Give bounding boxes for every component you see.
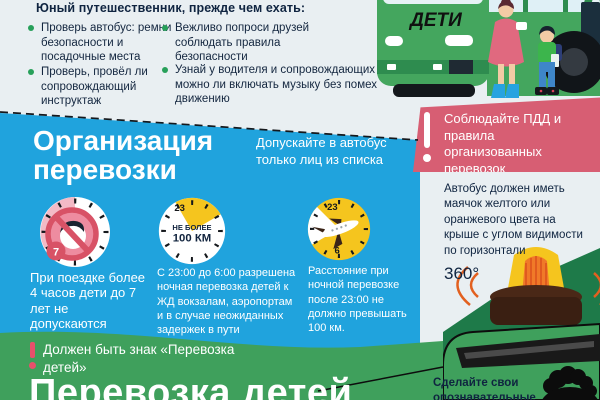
footer-green-section xyxy=(0,331,443,400)
beacon-angle: 360° xyxy=(444,264,480,283)
rule-text-2: С 23:00 до 6:00 разрешена ночная перевоз… xyxy=(157,267,296,337)
headlight-right xyxy=(445,35,473,46)
tip-item: Вежливо попроси друзей соблюдать правила… xyxy=(162,21,327,65)
organization-title: Организация перевозки xyxy=(33,125,214,186)
exclamation-icon xyxy=(424,112,430,148)
exclamation-dot-icon xyxy=(29,362,36,369)
tip-text: Проверь, провёл ли сопровождающий инстру… xyxy=(41,66,148,108)
alert-banner: Соблюдайте ПДД и правила организованных … xyxy=(413,97,600,172)
bullet-dot-icon xyxy=(28,69,34,75)
limit-label-1: НЕ БОЛЕЕ xyxy=(172,223,211,232)
hour-label: 23 xyxy=(174,203,185,214)
night-limit-clock-icon: 23 НЕ БОЛЕЕ 100 КМ xyxy=(158,197,226,265)
tip-item: Узнай у водителя и сопровождающих можно … xyxy=(162,63,390,107)
identification-note: Сделайте свои опознавательные xyxy=(433,377,536,400)
age-badge: 7 xyxy=(53,247,59,259)
children-sign-note: Должен быть знак «Перевозка детей» xyxy=(43,342,235,375)
rule-text-3: Расстояние при ночной перевозке после 23… xyxy=(308,265,407,335)
beacon-rule-text: Автобус должен иметь маячок желтого или … xyxy=(444,183,583,257)
bullet-dot-icon xyxy=(162,67,168,73)
exclamation-dot-icon xyxy=(423,154,431,162)
woman-figure xyxy=(488,0,527,98)
headlight-left xyxy=(385,36,403,46)
tips-heading: Юный путешественник, прежде чем ехать: xyxy=(36,1,306,15)
beacon-bus-illustration xyxy=(442,247,600,400)
alert-text: Соблюдайте ПДД и правила организованных … xyxy=(444,111,562,176)
bus-front: ДЕТИ xyxy=(377,0,489,97)
children-bus-illustration: ДЕТИ xyxy=(377,0,600,98)
no-child-clock-icon: 7 xyxy=(40,197,110,267)
bullet-dot-icon xyxy=(28,25,34,31)
tip-item: Проверь, провёл ли сопровождающий инстру… xyxy=(28,65,183,109)
tip-text: Узнай у водителя и сопровождающих можно … xyxy=(175,64,377,106)
beacon-icon xyxy=(456,247,600,325)
tip-text: Вежливо попроси друзей соблюдать правила… xyxy=(175,22,310,64)
exclamation-icon xyxy=(30,342,35,358)
bus-children-sign: ДЕТИ xyxy=(408,10,462,31)
hour-bottom-label: 6 xyxy=(334,245,339,256)
rule-text-1: При поездке более 4 часов дети до 7 лет … xyxy=(30,270,146,331)
limit-label-2: 100 КМ xyxy=(173,232,212,244)
hour-top-label: 23 xyxy=(327,201,337,212)
night-plane-clock-icon: 23 6 xyxy=(307,197,371,261)
child-silhouette xyxy=(541,366,599,400)
airplane-icon xyxy=(312,218,359,250)
tip-text: Проверь автобус: ремни безопасности и по… xyxy=(41,22,172,64)
tip-item: Проверь автобус: ремни безопасности и по… xyxy=(28,21,178,65)
organization-note: Допускайте в автобус только лиц из списк… xyxy=(256,135,387,167)
boy-figure xyxy=(535,26,562,95)
section-title-children-transport: Перевозка детей xyxy=(29,372,353,400)
bullet-dot-icon xyxy=(162,25,168,31)
